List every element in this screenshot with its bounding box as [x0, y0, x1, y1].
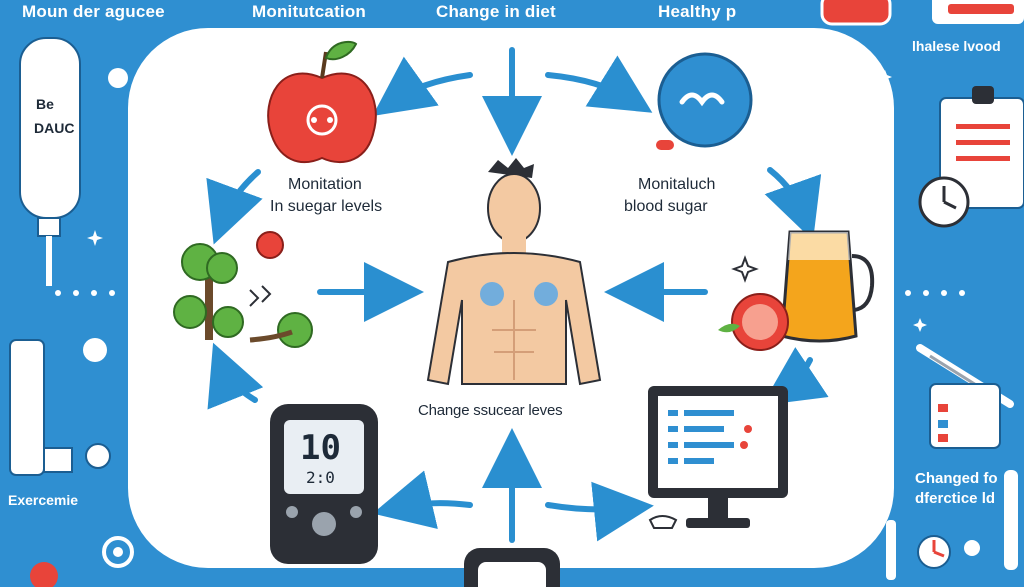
tree-plant-icon — [173, 231, 313, 348]
clipboard-icon — [939, 86, 1024, 209]
calendar-icon — [929, 383, 1001, 449]
header-label-1: Moun der agucee — [22, 2, 165, 21]
right-label-top: lhalese lvood — [912, 38, 1001, 54]
exercise-equipment-left — [9, 338, 111, 476]
header-label-4: Healthy p — [658, 2, 737, 21]
glucometer-reading-sub: 2:0 — [306, 468, 335, 487]
health-badge-icon — [656, 52, 753, 150]
side-dotted-lines — [55, 290, 965, 296]
blood-sugar-meter-left — [19, 37, 128, 286]
exercise-label: Exercemie — [8, 492, 79, 508]
right-bottom-decor — [886, 470, 1018, 580]
left-bottom-decor — [30, 536, 134, 587]
header-label-3: Change in diet — [436, 2, 556, 21]
header-label-2: Monitutcation — [252, 2, 367, 21]
flow-arrows — [206, 47, 829, 543]
clock-icon — [918, 176, 970, 228]
text-upper-left-1: Monitation — [288, 176, 362, 193]
person-figure — [426, 158, 602, 386]
text-bottom-center: Change ssucear leves — [418, 402, 563, 419]
glucometer-device — [270, 404, 378, 564]
meter-text-1: Be — [36, 96, 54, 112]
text-upper-right-1: Monitaluch — [638, 176, 716, 193]
computer-monitor — [648, 386, 788, 529]
text-upper-left-2: In suegar levels — [270, 198, 383, 215]
text-upper-right-2: blood sugar — [624, 198, 708, 215]
juice-pitcher-icon — [718, 230, 875, 351]
bottom-device-screen — [478, 562, 546, 587]
right-label-bottom-2: dferctice ld — [915, 490, 996, 507]
top-right-decor — [820, 0, 1024, 26]
apple-icon — [267, 40, 377, 163]
meter-text-2: DAUC — [34, 120, 75, 136]
glucometer-reading-main: 10 — [300, 428, 341, 468]
right-label-bottom-1: Changed fo — [915, 470, 998, 487]
